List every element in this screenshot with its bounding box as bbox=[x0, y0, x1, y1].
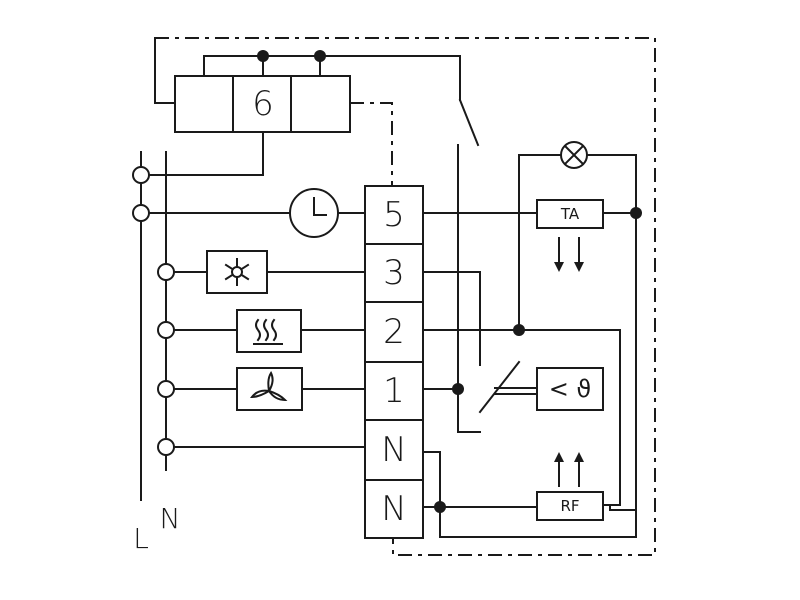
neutral-terminal bbox=[157, 263, 175, 281]
neutral-label: N bbox=[160, 502, 181, 535]
sensor-symbol: < ϑ bbox=[549, 375, 592, 403]
lamp-icon bbox=[560, 141, 588, 169]
thermostat-link bbox=[494, 387, 538, 395]
terminal-block: 5 3 2 1 N N bbox=[364, 185, 424, 539]
snowflake-icon bbox=[206, 250, 268, 294]
rf-label: RF bbox=[560, 497, 579, 515]
relay-top-wire bbox=[203, 55, 461, 101]
neutral-terminal bbox=[157, 438, 175, 456]
relay-6: 6 bbox=[174, 75, 351, 133]
ta-component: TA bbox=[536, 199, 604, 229]
junction-node bbox=[513, 324, 525, 336]
junction-node bbox=[630, 207, 642, 219]
terminal-5-label: 5 bbox=[383, 195, 405, 235]
sensor-component: < ϑ bbox=[536, 367, 604, 411]
neutral-terminal bbox=[157, 380, 175, 398]
heating-icon bbox=[236, 309, 302, 353]
rf-component: RF bbox=[536, 491, 604, 521]
line-terminal bbox=[132, 166, 150, 184]
relay-wire bbox=[262, 55, 321, 77]
line-terminal bbox=[132, 204, 150, 222]
neutral-terminal bbox=[157, 321, 175, 339]
clock-icon bbox=[289, 188, 339, 238]
terminal-3-label: 3 bbox=[383, 253, 405, 293]
relay-switch-contact bbox=[458, 98, 480, 147]
neutral-n1-wire bbox=[422, 451, 637, 538]
terminal-3-wire bbox=[422, 271, 481, 366]
relay-label: 6 bbox=[252, 84, 274, 124]
terminal-n1-label: N bbox=[381, 430, 406, 470]
relay-link-dashed bbox=[350, 102, 393, 186]
rf-arrow-head bbox=[554, 452, 584, 462]
terminal-2-wire bbox=[422, 329, 621, 506]
junction-node bbox=[452, 383, 464, 395]
line-label: L bbox=[133, 522, 149, 555]
terminal-n2-label: N bbox=[381, 489, 406, 529]
ta-label: TA bbox=[560, 205, 580, 223]
terminal-2-label: 2 bbox=[383, 312, 405, 352]
junction-node bbox=[434, 501, 446, 513]
relay-bottom-wire bbox=[147, 131, 264, 176]
terminal-1-label: 1 bbox=[383, 371, 405, 411]
relay-side-wire bbox=[154, 37, 176, 104]
ta-arrow-head bbox=[554, 262, 584, 272]
relay-switch-wire bbox=[457, 144, 481, 433]
fan-icon bbox=[236, 367, 303, 411]
housing-outline bbox=[155, 37, 656, 556]
